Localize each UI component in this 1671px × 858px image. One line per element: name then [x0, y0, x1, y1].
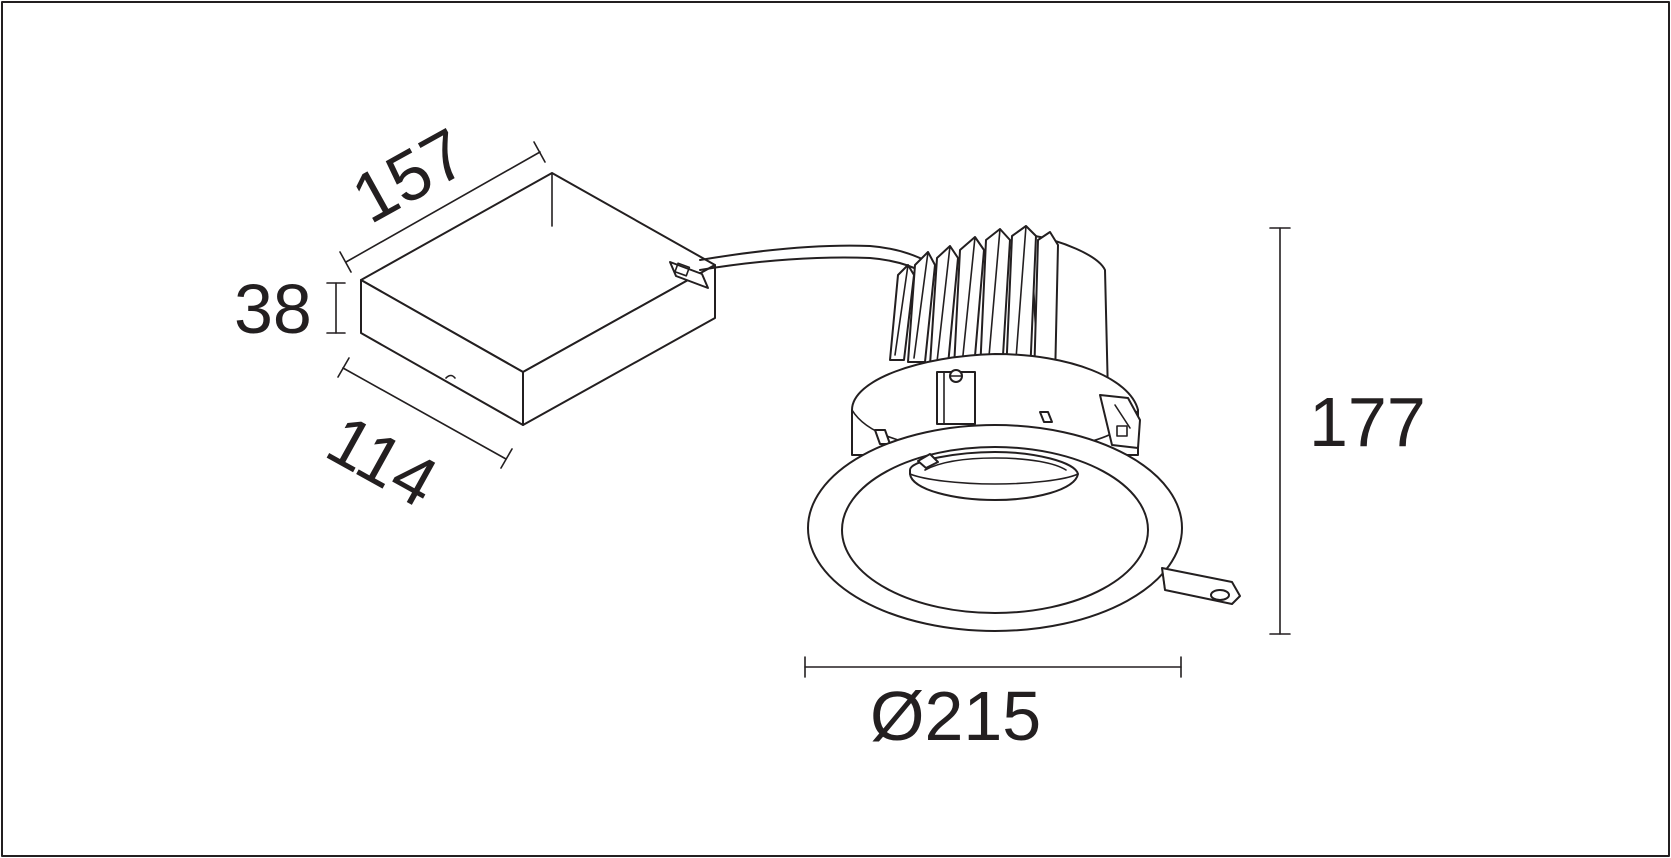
dim-label-215: Ø215 [870, 677, 1041, 755]
housing-cylinder [851, 353, 1139, 456]
power-cable [669, 244, 929, 289]
dim-label-114: 114 [315, 400, 450, 522]
dim-label-177: 177 [1309, 383, 1426, 461]
dim-label-38: 38 [234, 270, 312, 348]
heatsink-fins [889, 225, 1059, 381]
cable-lower [699, 256, 926, 274]
rim-tab-right [1039, 411, 1053, 423]
dim-line-157 [345, 151, 541, 263]
mounting-bracket [936, 369, 976, 425]
driver-box [360, 172, 716, 426]
driver-box-screw [445, 374, 456, 379]
cable-connector [669, 261, 709, 289]
release-tab [1161, 567, 1241, 605]
dim-line-114 [342, 367, 507, 460]
cable-upper [699, 244, 929, 263]
dim-fixture-height: 177 [1269, 227, 1426, 635]
dim-fixture-diameter: Ø215 [804, 656, 1182, 755]
dim-label-157: 157 [339, 113, 479, 238]
driver-box-right-face [522, 264, 716, 426]
downlight-fixture [807, 225, 1241, 632]
side-clip [1099, 394, 1141, 449]
dim-driver-height: 38 [234, 270, 346, 348]
reflector-opening [841, 446, 1149, 614]
